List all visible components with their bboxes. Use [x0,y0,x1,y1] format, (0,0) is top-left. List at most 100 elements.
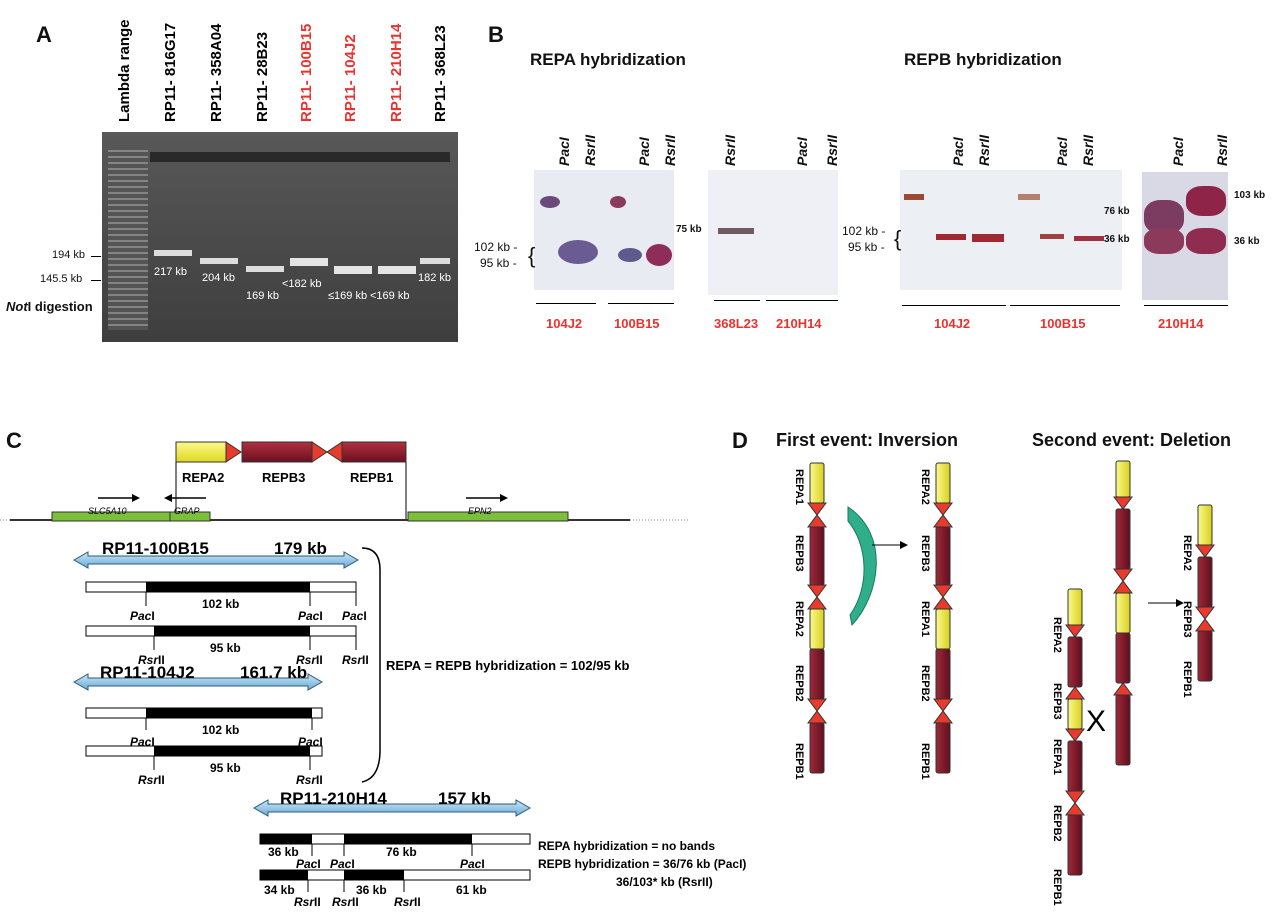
repeat-triangle [933,502,953,516]
lane-label: RP11- 816G17 [162,22,179,122]
enzyme-label-pac: PacI [556,137,572,166]
pac-site: PacI [342,609,367,623]
note-repb-rsr: 36/103* kb (RsrII) [616,875,713,889]
repeat-triangle [1195,544,1215,558]
repeat-block [1115,508,1131,570]
repeat-label: REPA2 [1051,617,1063,653]
repeat-label: REPA2 [1181,535,1193,571]
repa2-label: REPA2 [182,470,224,485]
cross-x: X [1086,705,1106,738]
rsr-site: RsrII [296,653,323,667]
repeat-block [1115,460,1131,498]
marker-tick [91,256,101,257]
repeat-block [1115,694,1131,766]
clone-underline [608,303,674,304]
arrow-head [900,541,908,549]
repeat-label: REPA1 [1051,739,1063,775]
band [378,266,416,274]
panel-d-title-2: Second event: Deletion [1032,430,1232,450]
blot-spot [1144,228,1184,254]
blot-repb-210h14 [1142,172,1228,300]
lane-label: RP11- 210H14 [388,23,405,122]
blot-spot [718,228,754,234]
enzyme-label-rsr: RsrII [722,134,738,166]
size-103: 103 kb [1234,190,1266,201]
enzyme-label-pac: PacI [794,137,810,166]
frag-label: 34 kb [264,883,295,897]
repeat-block [935,608,951,650]
repeat-triangle [933,710,953,724]
clone-underline [714,300,760,301]
digestion-label: NotI digestion [6,299,93,314]
enzyme-label-rsr: RsrII [824,134,840,166]
enzyme-label-pac: PacI [636,137,652,166]
lane-label: RP11- 358A04 [208,23,225,122]
blot-spot [972,234,1004,242]
clone-underline [1010,305,1120,306]
repeat-label: REPA1 [919,601,931,637]
gene-grap [169,511,211,522]
repeat-triangle [1195,606,1215,620]
repeat-block [935,526,951,586]
lane-label: RP11- 28B23 [254,31,271,122]
clone-label: 100B15 [614,316,660,331]
clone2-size: 161.7 kb [240,663,307,682]
enzyme-label-rsr: RsrII [1214,134,1230,166]
rsr-site: RsrII [394,895,421,909]
repeat-triangle [1195,618,1215,632]
repb1-label: REPB1 [350,470,393,485]
frag-label: 102 kb [202,597,239,611]
repeat-triangle [933,584,953,598]
panel-c-diagram: REPA2 REPB3 REPB1 SLC5A10 GRAP EPN2 RP11… [0,441,746,909]
clone-arrow [72,673,324,691]
blot-spot [610,196,626,208]
repeat-label: REPB1 [793,743,805,780]
repeat-triangle [1113,568,1133,582]
gene-label: GRAP [174,506,200,516]
lane-label: RP11- 104J2 [342,34,359,122]
enzyme-label-rsr: RsrII [976,134,992,166]
bracket-text: REPA = REPB hybridization = 102/95 kb [386,658,630,673]
rsr-site: RsrII [296,773,323,787]
repeat-block [1067,698,1083,730]
repeat-block [809,462,825,504]
repeat-block [1067,814,1083,876]
size-95-right: 95 kb - [848,240,885,254]
repeat-triangle [807,502,827,516]
clone1-size: 179 kb [274,539,327,558]
pac-site: PacI [296,857,321,871]
band-size-label: 182 kb [418,272,452,284]
repeat-block [809,608,825,650]
clone-underline [536,303,596,304]
gene-epn2 [407,511,569,522]
clone-label: 100B15 [1040,316,1086,331]
repeat-triangle [933,514,953,528]
blot-spot [618,248,642,262]
panel-d-letter: D [732,428,748,453]
repeat-triangle [1065,728,1085,742]
repeat-triangle [1113,580,1133,594]
frag-label: 95 kb [210,641,241,655]
repeat-label: REPB3 [919,535,931,572]
repeat-label: REPA1 [793,469,805,505]
clone-underline [1144,305,1228,306]
rsr-site: RsrII [138,653,165,667]
repeat-triangle [807,698,827,712]
band [154,250,192,256]
blot-104j2-100b15 [534,170,674,290]
digestion-suffix: I digestion [27,299,93,314]
clone-arrow [72,551,360,569]
repeat-block [809,722,825,774]
repa-title: REPA hybridization [530,50,686,69]
repeat-triangle [1065,802,1085,816]
repb3-label: REPB3 [262,470,305,485]
gel-image: 217 kb 204 kb 169 kb <182 kb ≤169 kb <16… [102,132,458,342]
marker-tick [91,280,101,281]
repeat-triangle [807,710,827,724]
size-102-right: 102 kb - [842,224,886,238]
repeat-triangle [807,514,827,528]
clone3-size: 157 kb [438,789,491,808]
blot-spot [646,244,672,266]
enzyme-label-pac: PacI [950,137,966,166]
gene-label: SLC5A10 [88,506,127,516]
